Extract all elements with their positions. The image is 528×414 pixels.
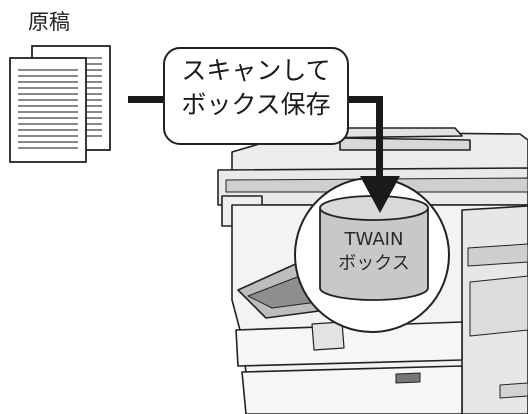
callout-bubble	[163, 47, 349, 145]
storage-cylinder-icon	[319, 195, 429, 301]
box-label-line-1: TWAIN	[344, 229, 404, 250]
document-front	[9, 57, 87, 163]
callout-text: スキャンして ボックス保存	[166, 54, 346, 122]
document-stack-icon	[9, 45, 111, 163]
originals-label: 原稿	[28, 10, 70, 34]
flow-connector	[128, 96, 383, 178]
callout-line-1: スキャンして	[181, 56, 331, 85]
multifunction-printer-icon	[217, 127, 528, 414]
arrow-down-icon	[360, 176, 400, 213]
box-label-line-2: ボックス	[338, 253, 410, 274]
storage-box-label: TWAIN ボックス	[318, 228, 430, 276]
callout-line-2: ボックス保存	[181, 90, 331, 119]
